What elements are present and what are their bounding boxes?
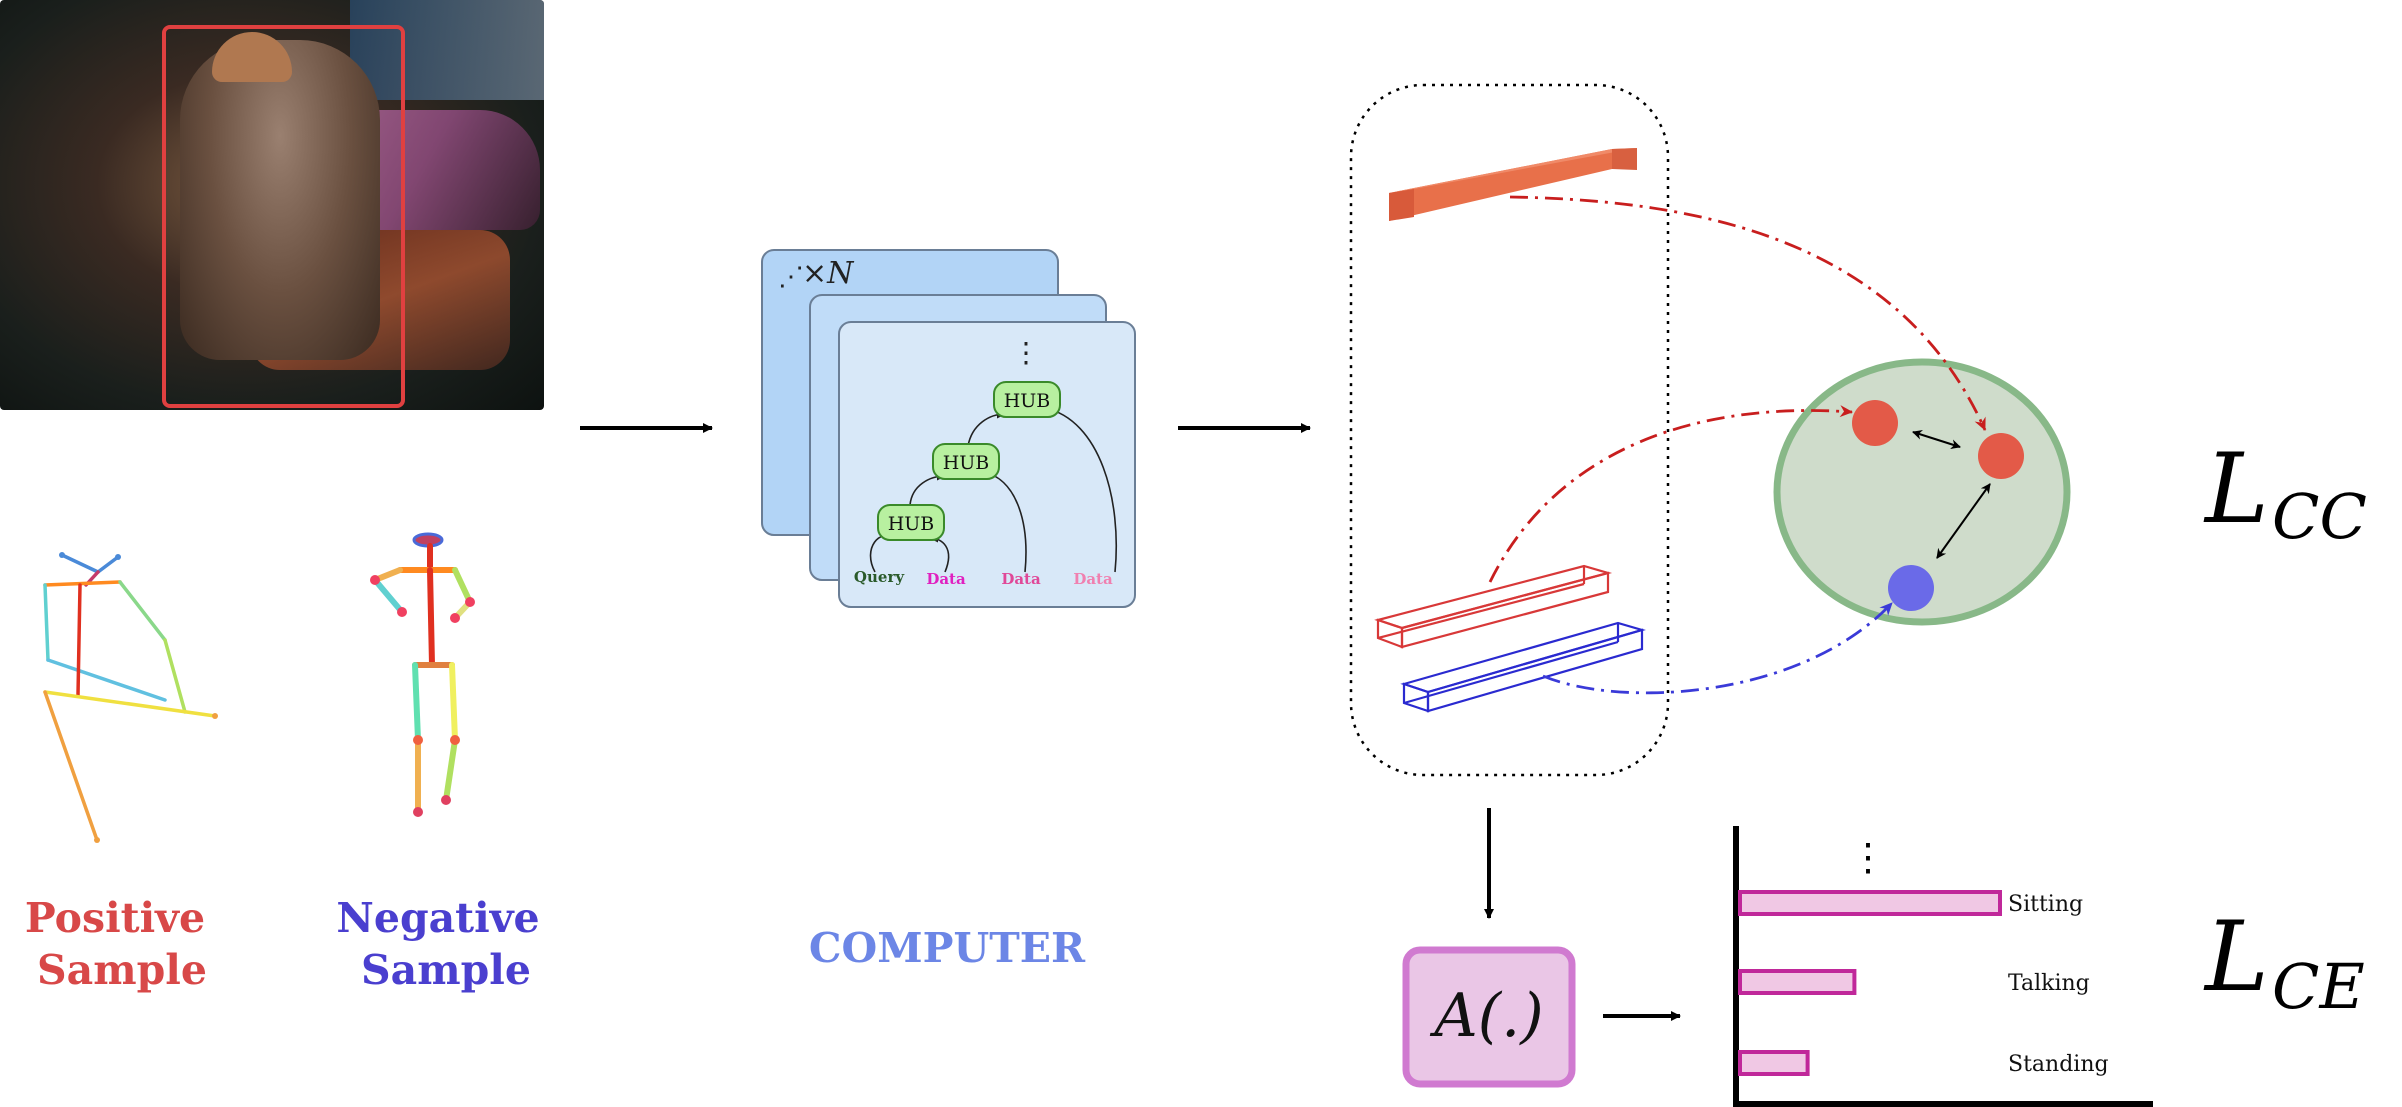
- hub-node-1: [877, 504, 945, 541]
- embedding-space-cluster: [1773, 358, 2071, 626]
- edge-data3-hub3: [1044, 405, 1118, 573]
- negative-point: [1888, 565, 1934, 611]
- negative-to-cluster-curve: [1542, 602, 1894, 695]
- query-point: [1978, 433, 2024, 479]
- loss-ce-subscript: CE: [2272, 950, 2365, 1023]
- hub-node-3: [993, 381, 1061, 418]
- input-data-1: Data: [926, 570, 966, 588]
- model-label: COMPUTER: [809, 924, 1086, 972]
- person-figure: [180, 40, 380, 360]
- query-embedding-bar: [1389, 148, 1637, 221]
- negative-embedding-bar: [1400, 621, 1646, 713]
- loss-ce-script: L: [2203, 901, 2269, 1013]
- background-wall: [350, 0, 544, 100]
- bar-label-talking: Talking: [2008, 971, 2090, 996]
- positive-embedding-bar: [1374, 564, 1613, 649]
- input-data-3: Data: [1073, 570, 1113, 588]
- hub-label-3: HUB: [1004, 390, 1051, 412]
- hub-label-1: HUB: [888, 513, 935, 535]
- positive-sample-line1: Positive: [25, 894, 205, 942]
- input-data-2: Data: [1001, 570, 1041, 588]
- push-arrow: [1936, 483, 1991, 559]
- hub-label-2: HUB: [943, 452, 990, 474]
- query-to-cluster-curve: [1509, 195, 1987, 431]
- input-video-frame: [0, 0, 544, 410]
- stack-count-label: ×N: [802, 256, 855, 291]
- negative-skeleton: [370, 532, 475, 817]
- model-stack: ⋰ ×N ⋮ HUB HUB HUB Query Data Data Data: [761, 249, 1136, 608]
- positive-skeleton: [43, 552, 218, 843]
- pull-arrow: [1912, 429, 1961, 450]
- positive-to-cluster-curve: [1488, 405, 1853, 583]
- embedding-container: [1349, 83, 1670, 777]
- loss-cc-subscript: CC: [2272, 480, 2367, 553]
- contrastive-loss-label: L CC: [2203, 433, 2367, 553]
- person-bounding-box: [162, 25, 405, 408]
- loss-cc-script: L: [2203, 433, 2269, 545]
- bar-sitting: [1738, 890, 2002, 916]
- bar-standing: [1738, 1050, 1810, 1076]
- positive-sample-line2: Sample: [37, 946, 207, 994]
- input-query: Query: [854, 568, 905, 586]
- bar-label-sitting: Sitting: [2008, 892, 2083, 917]
- bar-talking: [1738, 969, 1857, 995]
- cross-entropy-loss-label: L CE: [2203, 901, 2365, 1023]
- aggregator-box: [1402, 946, 1576, 1088]
- positive-point: [1852, 400, 1898, 446]
- bar-label-standing: Standing: [2008, 1052, 2109, 1077]
- negative-sample-line1: Negative: [336, 894, 539, 942]
- aggregator-label: A(.): [1429, 981, 1543, 1051]
- hub-node-2: [932, 443, 1000, 480]
- layer-vertical-dots: ⋮: [1012, 336, 1040, 369]
- negative-sample-line2: Sample: [361, 946, 531, 994]
- chart-vertical-dots: ⋮: [1849, 835, 1887, 879]
- stack-dots: ⋰: [778, 262, 804, 292]
